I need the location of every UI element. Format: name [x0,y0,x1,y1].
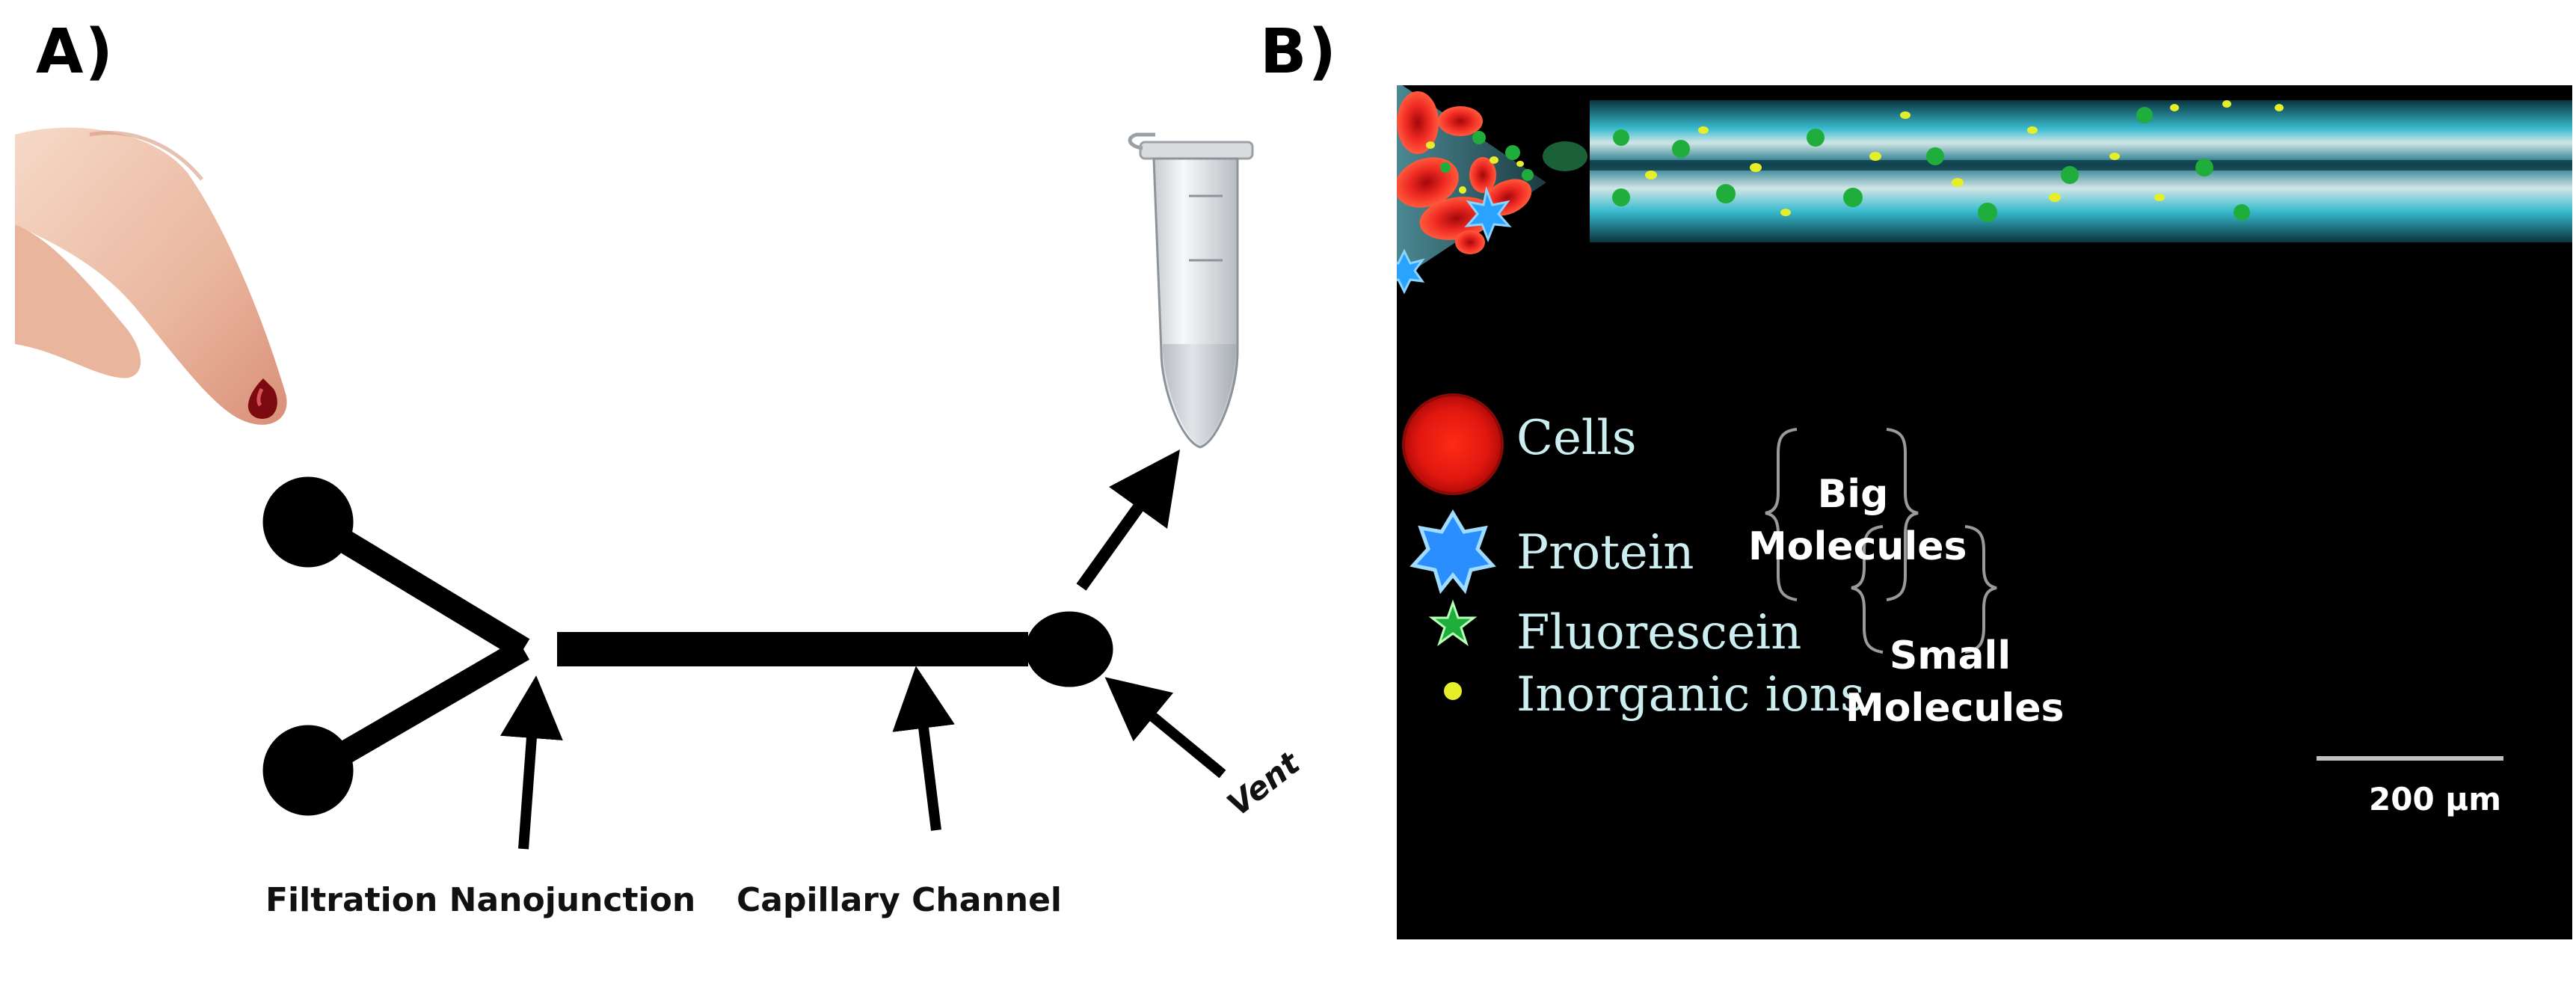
scale-bar-label: 200 μm [2369,781,2501,817]
outlet-reservoir [1025,611,1113,687]
inlet-channel-bottom [333,639,530,766]
inlet-channel-top [333,528,530,660]
red-blood-cell [1469,157,1496,193]
legend-cells-label: Cells [1516,411,1637,466]
inlet-reservoir-top [262,476,354,568]
fluorescein-particle [2061,166,2079,184]
panel-a-label: A) [36,16,114,88]
ion-particle [1780,209,1791,216]
red-blood-cell [1438,106,1483,136]
ion-particle [1516,161,1524,167]
small-molecules-right-brace [1964,525,1997,654]
capillary-arrow [892,666,955,831]
ion-legend-icon [1444,682,1462,700]
fluorescein-particle [1472,131,1486,144]
inlet-reservoir-bottom [262,725,354,816]
inorganic-ion-particles [1426,100,2284,216]
fluorescein-particle [1672,140,1690,158]
big-molecules-label-line1: Big [1817,472,1889,517]
flow-illustration [1397,85,2572,761]
panel-b-label: B) [1260,16,1338,88]
nanojunction-arrow [500,675,563,850]
proteins [1397,185,1512,295]
protein-molecule [1464,185,1512,243]
microfluidic-chip-schematic [262,476,1113,816]
ion-particle [1869,152,1881,161]
ion-particle [1459,186,1466,194]
ion-particle [1952,178,1964,187]
red-blood-cell [1455,230,1485,254]
collection-arrow [1076,449,1180,591]
fluorescein-particle [2136,107,2153,123]
fluorescein-particle [1613,129,1629,146]
fluorescein-particle [1807,129,1825,147]
ion-particle [2109,153,2120,160]
annotation-arrows [500,449,1226,850]
fluorescein-particle [1978,203,1997,222]
ion-particle [2222,100,2231,108]
microcentrifuge-tube-icon [1128,132,1254,449]
fluorescein-particle [1843,188,1863,207]
fluorescein-legend-icon [1428,599,1478,646]
big-molecules-left-brace [1765,428,1798,601]
ion-particle [2154,194,2165,201]
big-molecules-right-brace [1886,428,1919,601]
fluorescein-particle [1612,188,1630,206]
protein-legend-icon [1410,509,1496,595]
legend-fluorescein-label: Fluorescein [1516,605,1802,660]
finger-blood-drop-icon [15,127,287,425]
capillary-stream [1590,100,2572,242]
small-molecules-label-line1: Small [1889,633,2011,678]
fluorescein-particles [1440,107,2250,222]
ion-particle [1426,141,1435,149]
caption-capillary-channel: Capillary Channel [737,881,1062,919]
fluorescein-particle [1926,147,1944,165]
small-molecules-label-line2: Molecules [1845,686,2065,731]
cell-legend-icon [1402,393,1504,495]
panel-b-illustration: Cells Protein Fluorescein Inorganic ions… [1397,85,2572,939]
small-molecules-left-brace [1851,525,1884,654]
ion-particle [1698,126,1709,134]
ion-particle [2170,104,2179,111]
fluorescein-particle [1505,145,1520,160]
legend-protein-label: Protein [1516,525,1694,580]
ion-particle [1750,163,1762,172]
fluorescein-particle [1440,162,1451,173]
panel-a-diagram [15,127,1254,850]
braces [1765,428,1997,654]
ion-particle [1490,156,1498,164]
ion-particle [2275,104,2284,111]
caption-filtration-nanojunction: Filtration Nanojunction [265,881,696,919]
ion-particle [2049,193,2061,202]
nanojunction-spray [1543,141,1587,171]
ion-particle [1900,111,1911,119]
ion-particle [1645,171,1657,180]
capillary-channel [557,632,1028,666]
fluorescein-particle [1716,184,1736,203]
red-blood-cell [1397,91,1439,154]
fluorescein-particle [2195,159,2213,177]
protein-molecule [1397,248,1425,295]
fluorescein-particle [1522,169,1534,181]
fluorescein-particle [2234,204,2250,221]
ion-particle [2027,126,2038,134]
vent-arrow [1104,677,1226,779]
legend-inorganic-label: Inorganic ions [1516,667,1865,722]
big-molecules-label-line2: Molecules [1748,524,1967,569]
